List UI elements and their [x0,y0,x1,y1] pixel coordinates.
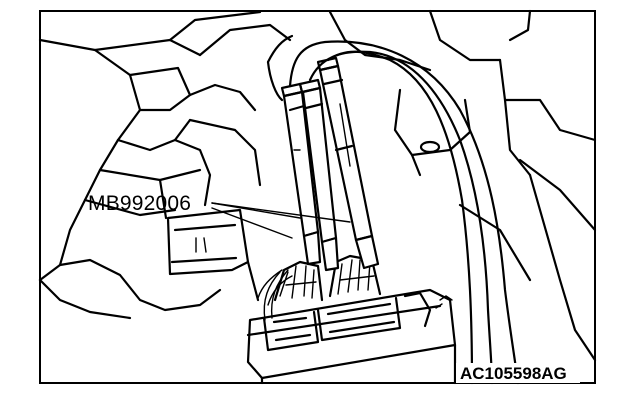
figure-code-backing [456,363,580,383]
probe-cables [266,34,520,385]
mounting-bracket [158,178,260,302]
ecu-connector-block [246,254,457,385]
probe-tool-right [316,56,380,270]
probe-tool-left [280,82,322,266]
upper-right-structure [328,9,597,362]
tool-number-label: MB992006 [88,192,191,215]
wire-harness [257,269,293,321]
probe-tool-middle [298,78,340,272]
callout-leaders [211,202,351,239]
figure-code-label: AC105598AG [460,364,567,383]
vehicle-body-panels [38,10,292,320]
